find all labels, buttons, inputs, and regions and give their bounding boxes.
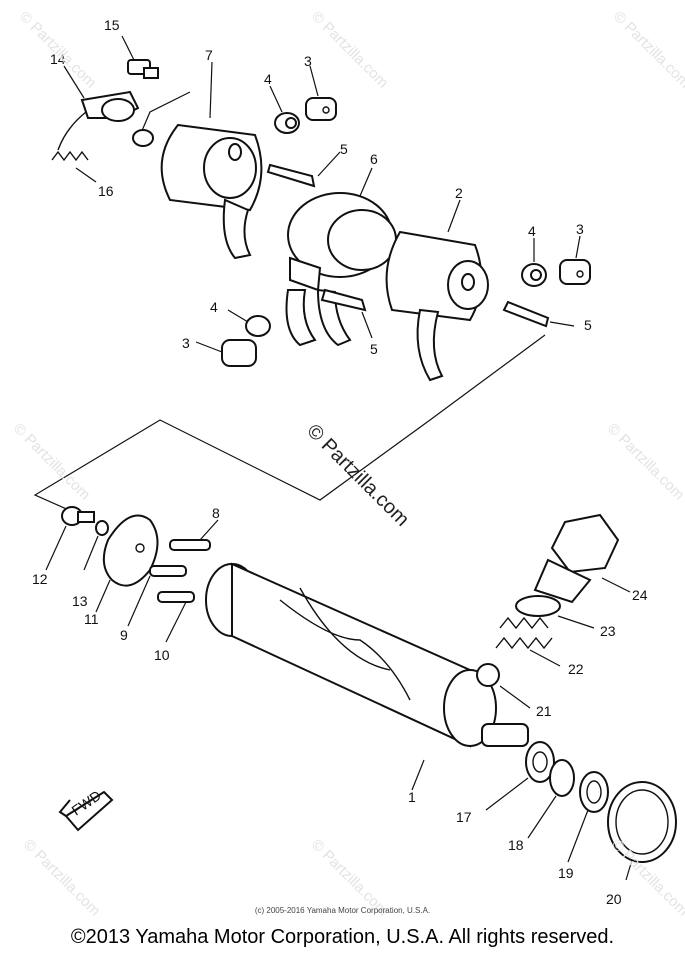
part-3-guide-pin-upper bbox=[305, 65, 337, 121]
callout-12: 12 bbox=[32, 571, 48, 587]
part-2-shift-fork bbox=[385, 199, 489, 382]
callout-5-upper: 5 bbox=[340, 141, 348, 157]
callout-5-right: 5 bbox=[584, 317, 592, 333]
fwd-arrow-marker bbox=[58, 790, 114, 832]
group-boundary-lower bbox=[33, 334, 546, 516]
callout-2: 2 bbox=[455, 185, 463, 201]
part-4-roller-lower bbox=[227, 309, 271, 337]
part-4-roller-upper bbox=[269, 85, 300, 134]
part-19-circlip bbox=[567, 771, 609, 863]
part-14-stopper-lever bbox=[63, 65, 154, 147]
callout-17: 17 bbox=[456, 809, 472, 825]
callout-4-lower: 4 bbox=[210, 299, 218, 315]
callout-4-right: 4 bbox=[528, 223, 536, 239]
callout-11: 11 bbox=[84, 611, 99, 627]
part-23-washer bbox=[515, 595, 595, 629]
callout-10: 10 bbox=[154, 647, 170, 663]
part-24-plug-bolt bbox=[533, 513, 631, 604]
callout-7: 7 bbox=[205, 47, 213, 63]
part-9-pin bbox=[127, 565, 187, 627]
part-6-shift-fork bbox=[285, 167, 397, 347]
part-3-guide-pin-right bbox=[559, 235, 591, 285]
callout-5-middle: 5 bbox=[370, 341, 378, 357]
callout-1: 1 bbox=[408, 789, 416, 805]
callout-19: 19 bbox=[558, 865, 574, 881]
part-3-guide-pin-lower bbox=[195, 339, 257, 367]
part-15-neutral-switch bbox=[121, 35, 159, 79]
callout-21: 21 bbox=[536, 703, 552, 719]
part-12-screw bbox=[45, 506, 95, 571]
part-18-bearing bbox=[527, 759, 575, 839]
callout-3-upper: 3 bbox=[304, 53, 312, 69]
callout-24: 24 bbox=[632, 587, 648, 603]
callout-9: 9 bbox=[120, 627, 128, 643]
callout-14: 14 bbox=[50, 51, 66, 67]
part-20-cap bbox=[607, 781, 677, 881]
callout-23: 23 bbox=[600, 623, 616, 639]
copyright-small: (c) 2005-2016 Yamaha Motor Corporation, … bbox=[254, 906, 431, 915]
copyright-footer: ©2013 Yamaha Motor Corporation, U.S.A. A… bbox=[70, 926, 615, 948]
callout-3-lower: 3 bbox=[182, 335, 190, 351]
part-5-pin-right bbox=[502, 300, 575, 328]
part-21-ball bbox=[476, 663, 531, 709]
callout-22: 22 bbox=[568, 661, 584, 677]
callout-3-right: 3 bbox=[576, 221, 584, 237]
part-13-washer bbox=[83, 520, 109, 571]
callout-16: 16 bbox=[98, 183, 114, 199]
part-8-pin bbox=[169, 519, 219, 551]
part-5-pin-middle bbox=[320, 288, 373, 339]
part-1-shift-cam bbox=[205, 562, 529, 791]
callout-8: 8 bbox=[212, 505, 220, 521]
part-4-roller-right bbox=[521, 238, 547, 287]
callout-18: 18 bbox=[508, 837, 524, 853]
callout-4-upper: 4 bbox=[264, 71, 272, 87]
part-5-pin-upper bbox=[266, 151, 341, 188]
callout-20: 20 bbox=[606, 891, 622, 907]
part-22-spring bbox=[495, 616, 561, 667]
part-16-spring bbox=[51, 111, 97, 183]
callout-13: 13 bbox=[72, 593, 88, 609]
part-10-pin bbox=[157, 591, 195, 643]
callout-6: 6 bbox=[370, 151, 378, 167]
callout-15: 15 bbox=[104, 17, 120, 33]
part-7-shift-fork bbox=[160, 61, 263, 260]
part-17-washer bbox=[485, 741, 555, 811]
